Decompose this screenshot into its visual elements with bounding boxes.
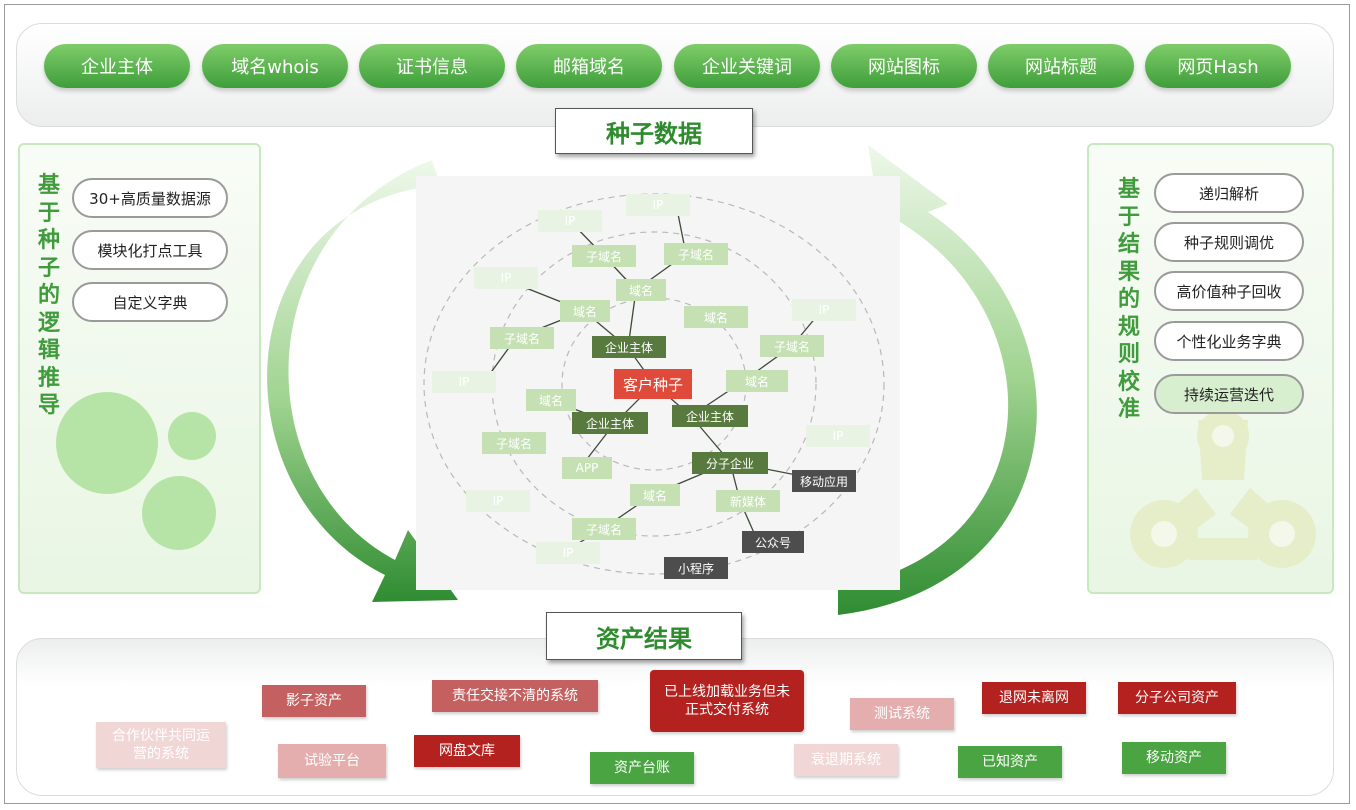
graph-node-subdomain: 子域名 <box>572 518 636 540</box>
result-mobile-assets: 移动资产 <box>1122 742 1226 774</box>
graph-node-domain: 域名 <box>630 484 680 506</box>
seed-pill-page-hash: 网页Hash <box>1145 44 1291 88</box>
graph-node-entity: 企业主体 <box>592 336 666 358</box>
left-feature-modular-tools: 模块化打点工具 <box>72 230 228 270</box>
right-feature-business-dict: 个性化业务字典 <box>1154 321 1304 361</box>
image-frame <box>4 4 1350 804</box>
left-feature-data-sources: 30+高质量数据源 <box>72 178 228 218</box>
graph-node-official-account: 公众号 <box>742 531 804 553</box>
seed-data-title: 种子数据 <box>555 108 753 154</box>
graph-node-subdomain: 子域名 <box>482 432 546 454</box>
right-cycle-arrow <box>838 145 1037 615</box>
graph-node-ip: IP <box>538 210 602 232</box>
right-vertical-title: 基于结果的规则校准 <box>1117 177 1140 422</box>
result-shadow-assets: 影子资产 <box>262 685 366 717</box>
asset-results-title: 资产结果 <box>546 612 742 660</box>
graph-node-new-media: 新媒体 <box>716 490 780 512</box>
result-declining-systems: 衰退期系统 <box>794 744 898 776</box>
graph-node-subdomain: 子域名 <box>490 327 554 349</box>
left-vertical-title: 基于种子的逻辑推导 <box>37 173 60 418</box>
right-feature-continuous-iteration: 持续运营迭代 <box>1154 374 1304 414</box>
left-logic-panel <box>18 143 261 594</box>
seed-pill-enterprise: 企业主体 <box>44 44 190 88</box>
result-online-not-delivered: 已上线加载业务但未正式交付系统 <box>650 670 804 732</box>
graph-node-mobile-app: 移动应用 <box>792 470 856 492</box>
graph-node-subdomain: 子域名 <box>572 245 636 267</box>
seed-pill-favicon: 网站图标 <box>831 44 977 88</box>
chain-link-icon <box>1130 410 1316 568</box>
graph-node-mini-program: 小程序 <box>664 557 728 579</box>
graph-node-domain: 域名 <box>726 370 788 392</box>
seed-pill-keyword: 企业关键词 <box>674 44 820 88</box>
graph-node-domain: 域名 <box>526 389 576 411</box>
graph-node-domain: 域名 <box>684 306 748 328</box>
right-feature-seed-recovery: 高价值种子回收 <box>1154 271 1304 311</box>
decorative-circle-medium <box>142 476 216 550</box>
graph-node-customer-seed: 客户种子 <box>614 369 692 399</box>
seed-pill-whois: 域名whois <box>202 44 348 88</box>
result-netdisk-library: 网盘文库 <box>414 735 520 767</box>
decorative-circle-small <box>168 412 216 460</box>
result-known-assets: 已知资产 <box>958 746 1062 778</box>
result-partner-systems: 合作伙伴共同运营的系统 <box>96 722 226 768</box>
graph-node-ip: IP <box>466 490 530 512</box>
graph-node-entity: 企业主体 <box>572 412 648 434</box>
result-subsidiary-assets: 分子公司资产 <box>1118 682 1236 714</box>
graph-node-ip: IP <box>792 299 856 321</box>
graph-node-subsidiary: 分子企业 <box>692 452 768 474</box>
seed-pill-mail-domain: 邮箱域名 <box>516 44 662 88</box>
result-retired-not-offline: 退网未离网 <box>982 682 1086 714</box>
decorative-circle-large <box>56 392 158 494</box>
graph-node-entity: 企业主体 <box>672 405 748 427</box>
seed-pill-certificate: 证书信息 <box>359 44 505 88</box>
right-feature-rule-tuning: 种子规则调优 <box>1154 222 1304 262</box>
graph-node-domain: 域名 <box>616 279 666 301</box>
result-unclear-handover: 责任交接不清的系统 <box>432 680 598 712</box>
result-test-system: 测试系统 <box>850 698 954 730</box>
seed-pill-site-title: 网站标题 <box>988 44 1134 88</box>
graph-node-subdomain: 子域名 <box>760 335 824 357</box>
graph-node-ip: IP <box>432 371 496 393</box>
graph-node-subdomain: 子域名 <box>664 243 728 265</box>
result-asset-ledger: 资产台账 <box>590 752 694 784</box>
graph-node-ip: IP <box>474 267 538 289</box>
graph-node-app: APP <box>562 457 612 479</box>
graph-node-ip: IP <box>626 194 690 216</box>
left-feature-custom-dict: 自定义字典 <box>72 282 228 322</box>
left-cycle-arrow <box>267 160 458 602</box>
graph-node-domain: 域名 <box>560 300 610 322</box>
graph-node-ip: IP <box>536 542 600 564</box>
graph-node-ip: IP <box>806 425 870 447</box>
result-trial-platform: 试验平台 <box>278 744 386 778</box>
right-feature-recursive-parse: 递归解析 <box>1154 173 1304 213</box>
